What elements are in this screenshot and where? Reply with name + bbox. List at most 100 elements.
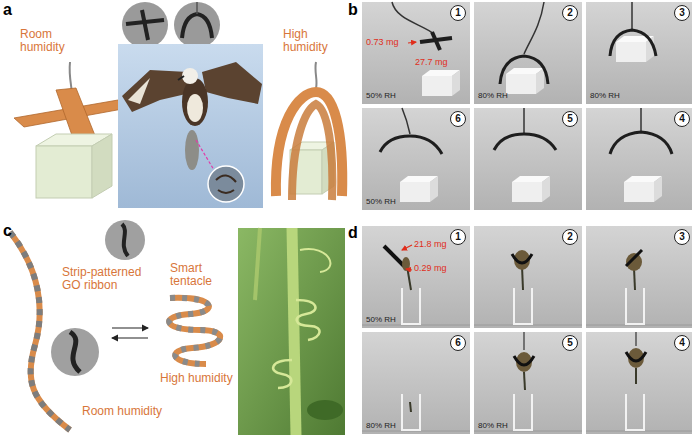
photo-panel <box>523 108 525 134</box>
photo-panel <box>586 108 692 210</box>
photo-panel <box>406 269 412 270</box>
callout-circle: 5 <box>562 111 578 127</box>
inset-photo <box>51 220 145 376</box>
photo-panel <box>586 108 692 210</box>
callout-number: 2 <box>567 232 573 242</box>
photo-panel <box>626 250 642 266</box>
photo-panel <box>474 108 582 210</box>
callout-circle: 3 <box>674 5 690 21</box>
callout-number: 4 <box>679 114 685 124</box>
photo-panel <box>474 226 582 328</box>
eagle-photo <box>196 140 214 170</box>
plant-photo <box>255 228 260 300</box>
callout-circle: 6 <box>450 111 466 127</box>
photo-panel <box>400 182 430 202</box>
dome-gripper <box>276 62 342 200</box>
eagle-photo <box>122 70 188 112</box>
panel-letter: b <box>348 1 358 19</box>
photo-panel <box>407 266 411 290</box>
ribbon-label: Strip-patterned GO ribbon <box>62 266 152 292</box>
cross-gripper <box>36 146 92 198</box>
photo-panel <box>362 332 470 434</box>
humidity-label: 80% RH <box>366 422 396 431</box>
humidity-label: 50% RH <box>366 198 396 207</box>
callout-number: 1 <box>455 8 461 18</box>
eagle-photo <box>178 76 184 80</box>
go-ribbon <box>10 232 70 430</box>
tentacle-label: Smart tentacle <box>170 262 232 288</box>
photo-panel <box>523 332 524 350</box>
photo-panel <box>586 332 692 434</box>
photo-panel <box>616 42 646 62</box>
photo-panel <box>380 136 442 154</box>
callout-circle: 3 <box>674 229 690 245</box>
condition-label: Room humidity <box>82 405 172 418</box>
reversible-arrow <box>112 337 148 338</box>
photo-panel <box>586 226 692 328</box>
mass-label: 27.7 mg <box>415 58 448 68</box>
humidity-label: 80% RH <box>478 92 508 101</box>
callout-circle: 5 <box>562 335 578 351</box>
photo-panel <box>626 352 646 361</box>
go-ribbon <box>10 232 70 430</box>
callout-number: 4 <box>679 338 685 348</box>
plant-photo <box>296 300 320 340</box>
callout-circle: 1 <box>450 229 466 245</box>
photo-panel <box>654 176 662 202</box>
reversible-arrow <box>112 328 148 338</box>
photo-panel <box>586 2 692 104</box>
inset-photo <box>70 332 80 372</box>
plant-photo <box>238 228 345 435</box>
smart-tentacle <box>169 298 220 364</box>
smart-tentacle <box>169 298 220 364</box>
photo-panel <box>640 108 642 132</box>
callout-circle: 1 <box>450 5 466 21</box>
plant-photo <box>292 228 296 435</box>
photo-panel <box>410 402 411 412</box>
callout-number: 2 <box>567 8 573 18</box>
inset-photo <box>182 14 212 38</box>
photo-panel <box>626 288 644 324</box>
panel-letter: a <box>3 1 12 19</box>
inset-photo <box>196 2 198 14</box>
photo-panel <box>586 226 692 328</box>
photo-panel <box>402 394 420 430</box>
photo-panel <box>512 254 532 263</box>
plant-photo <box>273 360 292 388</box>
photo-panel <box>422 76 452 96</box>
photo-panel <box>362 2 692 210</box>
callout-number: 3 <box>679 232 685 242</box>
callout-circle: 2 <box>562 5 578 21</box>
panel-letter: c <box>3 222 12 240</box>
inset-photo <box>122 2 168 48</box>
photo-panel <box>635 332 636 346</box>
go-ribbon <box>10 232 70 430</box>
photo-panel <box>474 332 582 434</box>
cross-gripper <box>92 134 112 198</box>
photo-panel <box>474 2 582 104</box>
photo-panel <box>506 74 536 94</box>
panel-letter: d <box>348 224 358 242</box>
inset-photo <box>51 328 99 376</box>
eagle-photo <box>202 62 262 104</box>
eagle-photo <box>118 44 263 208</box>
photo-panel <box>402 245 412 250</box>
photo-panel <box>542 176 550 202</box>
photo-panel <box>474 226 582 328</box>
photo-panel <box>512 182 542 202</box>
callout-circle: 2 <box>562 229 578 245</box>
photo-panel <box>494 134 556 150</box>
callout-circle: 6 <box>450 335 466 351</box>
callout-circle: 4 <box>674 111 690 127</box>
photo-panel <box>474 2 582 104</box>
mass-label: 21.8 mg <box>414 240 447 250</box>
photo-panel <box>514 394 532 430</box>
callout-number: 6 <box>455 338 461 348</box>
photo-panel <box>474 108 582 210</box>
photo-panel <box>408 42 416 43</box>
eagle-photo <box>216 175 236 193</box>
photo-panel <box>586 332 692 434</box>
photo-panel <box>634 268 635 290</box>
